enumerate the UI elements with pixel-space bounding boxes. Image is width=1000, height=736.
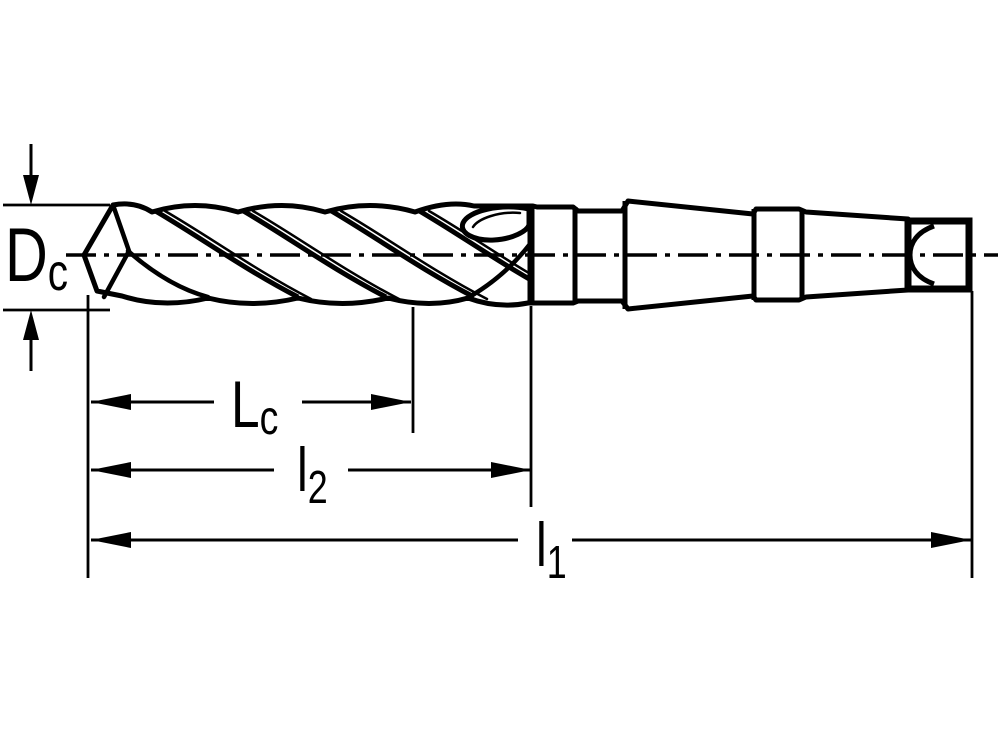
flute-runout xyxy=(459,204,532,243)
lc-arrowhead-right-icon xyxy=(371,394,411,410)
dimension-l1: l1 xyxy=(86,291,974,588)
lc-arrowhead-left-icon xyxy=(91,394,131,410)
l1-label: l1 xyxy=(536,510,567,588)
point-facet-edges xyxy=(101,202,132,300)
l1-arrowhead-left-icon xyxy=(91,532,131,548)
l2-arrowhead-right-icon xyxy=(491,462,531,478)
dc-arrowhead-down-icon xyxy=(23,175,39,205)
dc-arrowhead-up-icon xyxy=(23,310,39,340)
dimension-l2: l2 xyxy=(91,306,533,513)
flute-runout-inner-line xyxy=(471,211,522,229)
l1-arrowhead-right-icon xyxy=(931,532,971,548)
dc-label: Dc xyxy=(5,213,68,301)
l2-arrowhead-left-icon xyxy=(91,462,131,478)
dimension-dc: Dc xyxy=(3,144,110,371)
l2-label: l2 xyxy=(297,435,328,513)
dimension-lc: Lc xyxy=(91,307,415,445)
lc-label: Lc xyxy=(231,367,278,445)
